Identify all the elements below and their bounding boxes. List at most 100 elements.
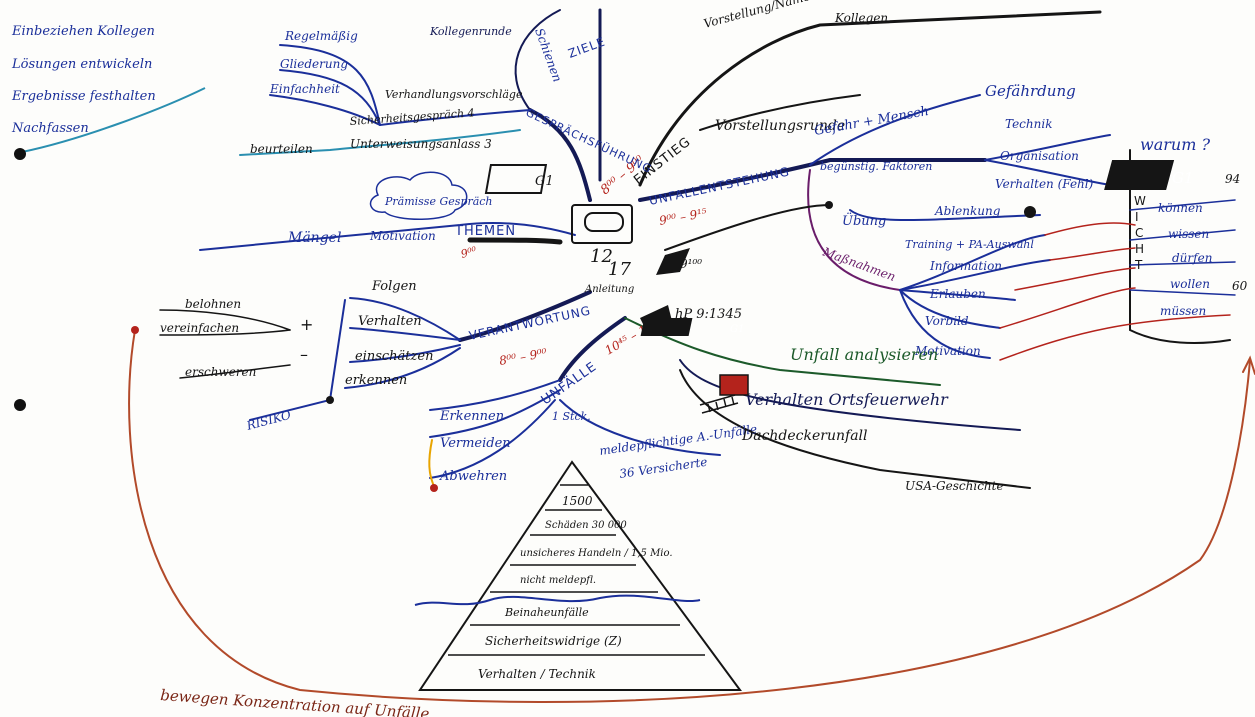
unfaelle-versicherte: 36 Versicherte xyxy=(618,455,708,481)
ue-verhalten: Verhalten (Fehl) xyxy=(995,177,1094,191)
unfaelle-e: Erkennen xyxy=(439,409,504,424)
unfaelle-dach: Dachdeckerunfall xyxy=(741,428,868,444)
gf-schiene: Schienen xyxy=(532,26,564,84)
ue-organisation: Organisation xyxy=(1000,149,1079,163)
center-line-1: 12 xyxy=(590,246,613,267)
warum-label: warum ? xyxy=(1140,135,1210,154)
gf-einfachheit: Einfachheit xyxy=(269,82,340,96)
warum-item-4: wollen xyxy=(1170,277,1210,291)
gf-kollegen: Kollegenrunde xyxy=(429,25,512,38)
verantwortung-minus: – xyxy=(300,345,308,364)
warum-tag: G1 xyxy=(1172,169,1194,187)
pyramid: 1500 Schäden 30 000 unsicheres Handeln /… xyxy=(414,460,742,691)
ue-uebung: Übung xyxy=(842,212,886,229)
unfaelle-v: Vermeiden xyxy=(440,436,511,451)
warum-item-3: dürfen xyxy=(1172,251,1212,265)
unfaelle-verh: Verhalten Ortsfeuerwehr xyxy=(745,390,949,409)
legend: Einbeziehen Kollegen Lösungen entwickeln… xyxy=(11,24,206,160)
legend-line-4: Nachfassen xyxy=(11,121,89,136)
warum-item-5: müssen xyxy=(1160,304,1206,318)
unfaelle-stat: 1 Stck. xyxy=(552,410,591,423)
branch-gespraechsfuehrung: GESPRÄCHSFÜHRUNG beurteilen Unterweisung… xyxy=(250,25,654,194)
warum-item-1: können xyxy=(1158,201,1203,215)
themen-cloud: Prämisse Gespräch xyxy=(384,195,493,208)
ue-erlauben: Erlauben xyxy=(929,287,986,301)
ue-begueng: begünstig. Faktoren xyxy=(820,160,932,173)
ue-training: Training + PA-Auswahl xyxy=(905,238,1034,251)
pyramid-row-3: unsicheres Handeln / 1,5 Mio. xyxy=(520,548,673,559)
ue-vorbild: Vorbild xyxy=(925,314,969,328)
pyramid-row-7: Verhalten / Technik xyxy=(478,667,596,681)
ue-ablenkung: Ablenkung xyxy=(934,204,1001,218)
warum-letter-i: I xyxy=(1135,210,1139,224)
gf-unterweisung: Unterweisungsanlass 3 xyxy=(350,137,492,151)
gf-gliederung: Gliederung xyxy=(280,57,348,71)
warum-letter-t: T xyxy=(1134,258,1143,272)
pyramid-row-4: nicht meldepfl. xyxy=(520,575,596,586)
red-tag xyxy=(719,374,749,396)
ue-technik: Technik xyxy=(1005,117,1052,131)
ue-label: UNFALLENTSTEHUNG xyxy=(648,164,791,208)
branch-themen: THEMEN 9⁰⁰ Prämisse Gespräch Motivation … xyxy=(287,171,516,261)
einstieg-sub3: Kollegen xyxy=(834,11,888,25)
pyramid-row-1: 1500 xyxy=(562,494,593,508)
themen-motivation: Motivation xyxy=(369,229,436,243)
footer-text: bewegen Konzentration auf Unfälle xyxy=(160,686,430,717)
pyramid-row-6: Sicherheitswidrige (Z) xyxy=(485,634,622,648)
verantwortung-erkennen: erkennen xyxy=(345,373,407,388)
themen-time: 9⁰⁰ xyxy=(459,244,478,261)
unfaelle-a: Abwehren xyxy=(439,469,507,484)
themen-maengel: Mängel xyxy=(287,230,341,246)
ue-motivation: Motivation xyxy=(914,344,981,358)
pyramid-row-2: Schäden 30 000 xyxy=(545,520,627,531)
warum-letter-c: C xyxy=(1135,226,1143,240)
verantwortung-risiko: RISIKO xyxy=(244,408,292,434)
warum-letter-w: W xyxy=(1134,194,1146,208)
ue-gefahr: Gefahr + Mensch xyxy=(813,104,930,139)
verantwortung-label: VERANTWORTUNG xyxy=(468,303,593,343)
ue-information: Information xyxy=(929,259,1002,273)
center-line-2: 17 xyxy=(608,259,631,280)
center-node: 12 17 Anleitung xyxy=(571,204,634,295)
verantwortung-einschaetzen: einschätzen xyxy=(355,349,433,364)
einstieg-sub2: Vorstellung/Namen xyxy=(702,0,819,31)
branch-lines xyxy=(128,8,1255,704)
gf-g: G1 xyxy=(535,174,554,189)
center-note: Anleitung xyxy=(584,284,634,295)
ue-gefaehrdung: Gefährdung xyxy=(985,82,1076,100)
branch-warum: warum ? G1 94 60 W I C H T können wissen… xyxy=(1104,135,1248,318)
unfaelle-g: G1 xyxy=(730,324,744,335)
verantwortung-vereinfachen: vereinfachen xyxy=(160,321,239,335)
einstieg-sub: Vorstellungsrunde xyxy=(715,118,845,134)
unfaelle-usa: USA-Geschichte xyxy=(905,479,1004,493)
gf-sicherheit: Sicherheitsgespräch 4 xyxy=(349,106,475,128)
cloud-icon xyxy=(369,171,468,220)
legend-line-1: Einbeziehen Kollegen xyxy=(11,24,155,39)
legend-bullet xyxy=(14,148,26,160)
ue-break: 9¹⁰⁰ xyxy=(680,257,702,271)
unfaelle-anal: Unfall analysieren xyxy=(790,345,938,364)
unfaelle-melde: meldepflichtige A.-Unfälle xyxy=(598,422,757,458)
verantwortung-erschweren: erschweren xyxy=(185,365,256,379)
warum-item-2: wissen xyxy=(1168,227,1209,241)
gf-vorschlaege: Verhandlungsvorschläge xyxy=(385,88,523,101)
gf-regelmass: Regelmäßig xyxy=(284,29,358,43)
warum-letter-h: H xyxy=(1135,242,1144,256)
warum-right-1: 94 xyxy=(1225,172,1240,186)
verantwortung-folgen: Folgen xyxy=(371,279,417,294)
pyramid-row-5: Beinaheunfälle xyxy=(504,606,589,619)
legend-line-2: Lösungen entwickeln xyxy=(11,57,152,72)
themen-label: THEMEN xyxy=(454,224,516,239)
warum-right-2: 60 xyxy=(1232,279,1248,293)
ue-time: 9⁰⁰ – 9¹⁵ xyxy=(658,206,708,228)
legend-line-3: Ergebnisse festhalten xyxy=(11,89,156,104)
verantwortung-time: 8⁰⁰ – 9⁰⁰ xyxy=(498,346,548,368)
verantwortung-plus: + xyxy=(300,315,313,334)
bullet-dot xyxy=(14,399,26,411)
gf-beurteilen: beurteilen xyxy=(250,142,313,156)
verantwortung-belohnen: belohnen xyxy=(185,297,241,311)
verantwortung-verhalten: Verhalten xyxy=(358,314,422,329)
ladder-icon xyxy=(699,394,739,414)
